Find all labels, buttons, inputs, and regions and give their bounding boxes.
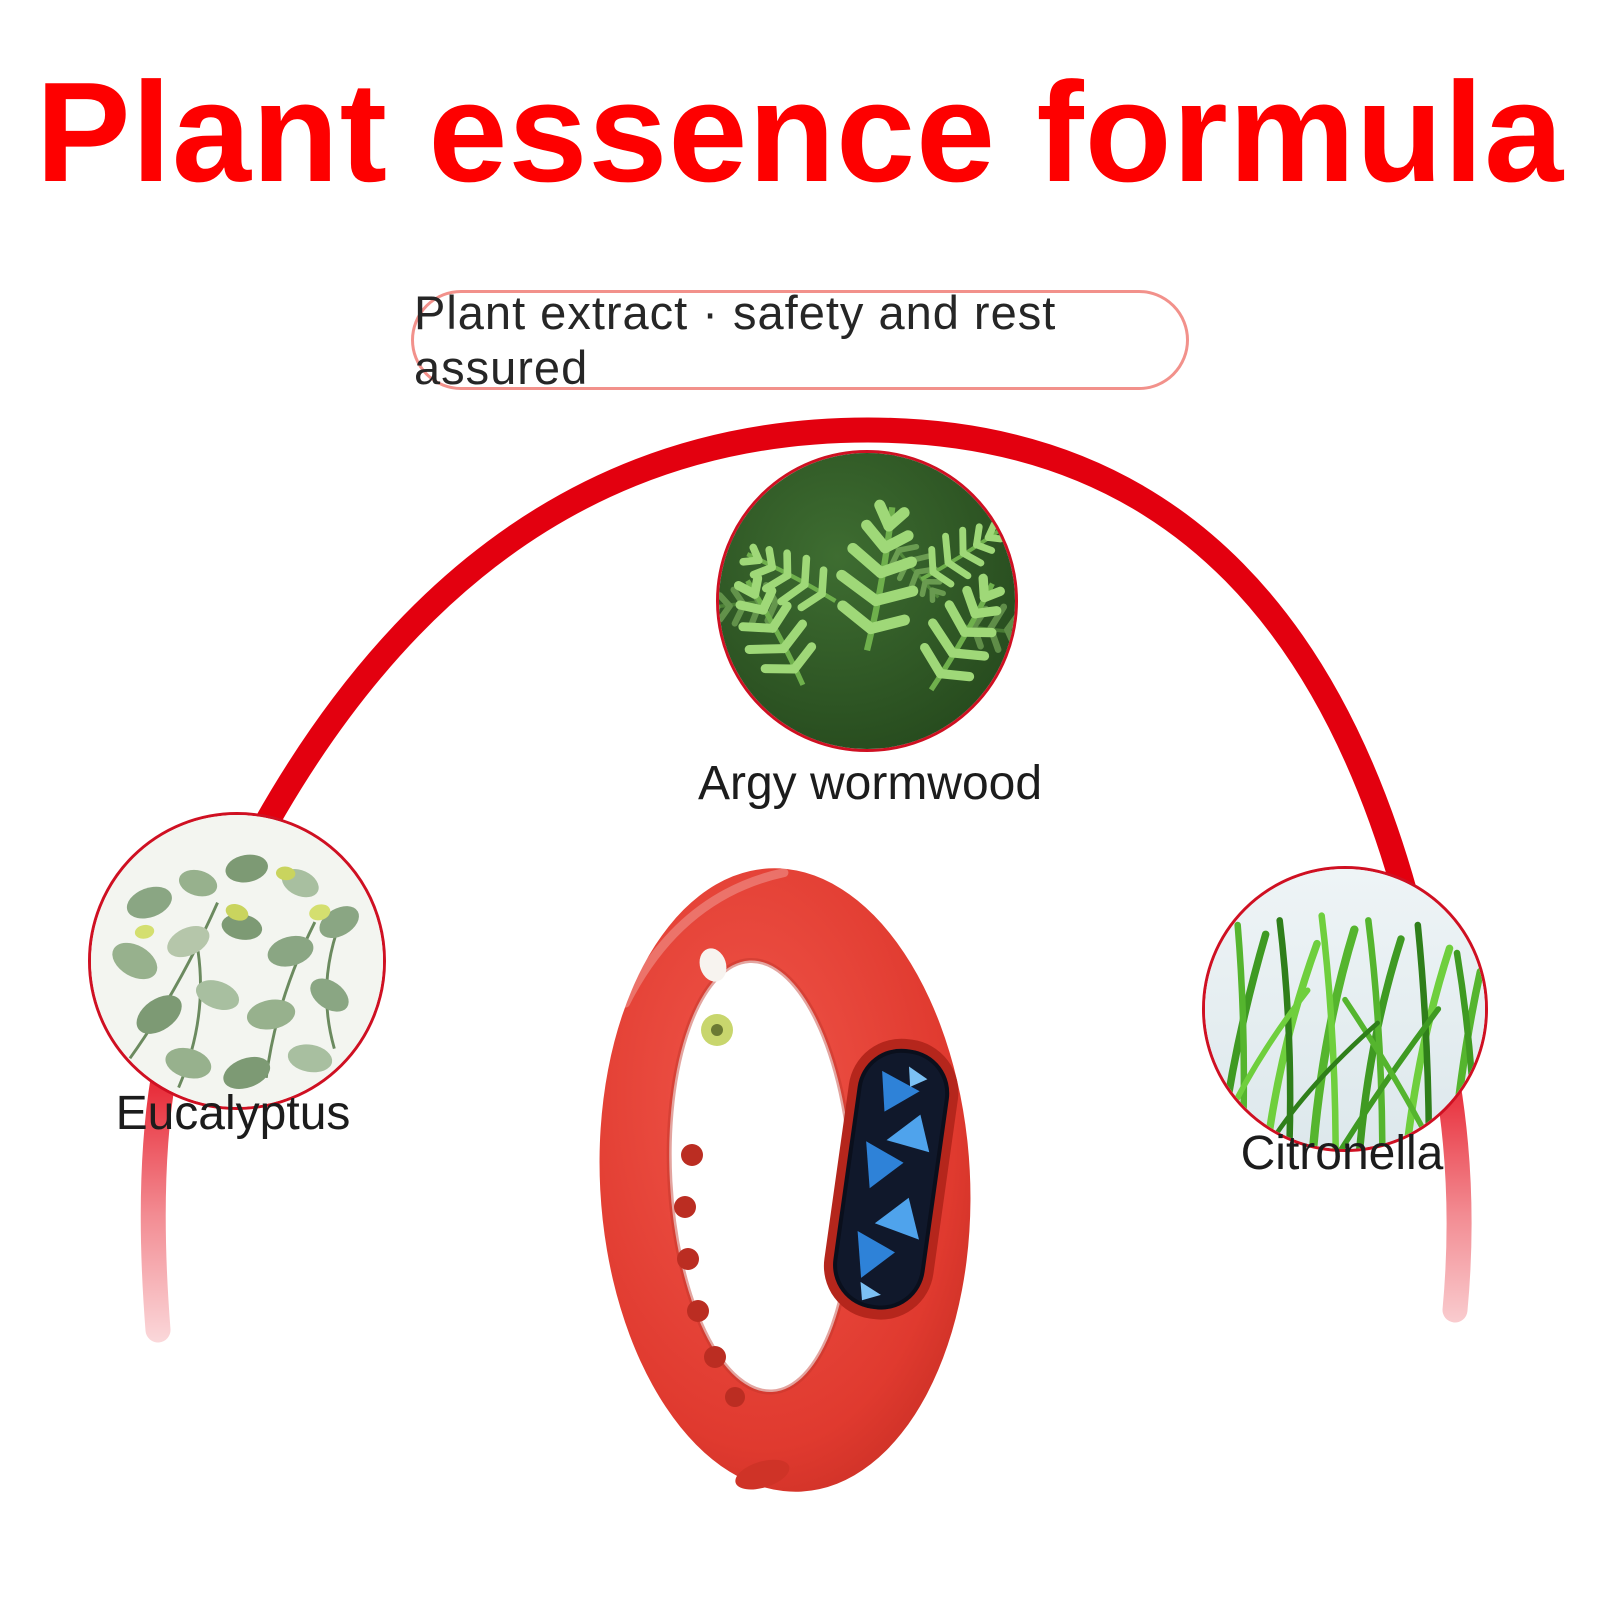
ingredient-circle-citronella [1202,866,1488,1152]
ingredient-label-wormwood: Argy wormwood [697,757,1043,810]
ingredient-circle-eucalyptus [88,812,386,1110]
subtitle-pill: Plant extract · safety and rest assured [411,286,1189,394]
page-title: Plant essence formula [35,53,1565,212]
citronella-grass-photo [1205,869,1485,1149]
ingredient-label-citronella: Citronella [1240,1127,1444,1180]
subtitle-text: Plant extract · safety and rest assured [414,286,1057,394]
ingredient-label-eucalyptus: Eucalyptus [115,1087,351,1140]
eucalyptus-leaves-photo [91,815,383,1107]
wormwood-leaves-photo [719,453,1015,749]
ingredient-circle-wormwood [716,450,1018,752]
red-mosquito-repellent-wristband-photo [599,868,971,1492]
